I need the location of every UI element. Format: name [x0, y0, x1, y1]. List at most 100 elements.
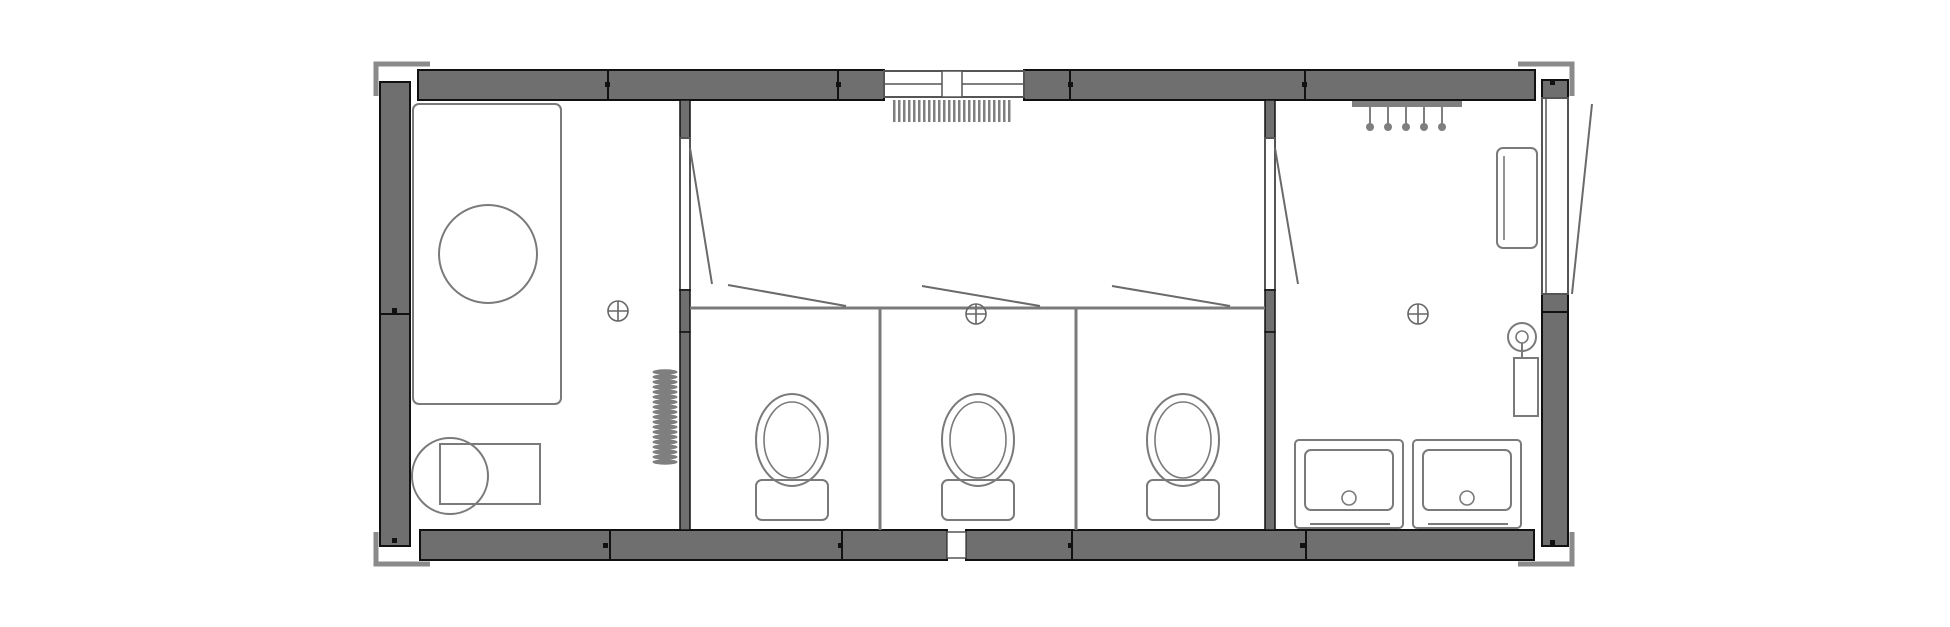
changing-room	[411, 103, 678, 515]
radiator-fin	[652, 439, 678, 445]
partition-right-mid	[1264, 289, 1276, 333]
wall-top-2	[607, 69, 839, 101]
vent-slat	[928, 100, 931, 122]
bottom-door-gap	[946, 531, 967, 559]
vent-slat	[978, 100, 981, 122]
radiator-fin	[652, 424, 678, 430]
shower-head-icon	[1352, 101, 1462, 131]
shower-nozzle	[1420, 123, 1428, 131]
radiator-icon	[652, 369, 678, 465]
wall-bottom-5	[1071, 529, 1307, 561]
floor-drain-icon	[607, 300, 629, 322]
sink-icon	[1294, 439, 1404, 529]
window-icon	[883, 70, 1025, 98]
interior-door-right	[1264, 137, 1276, 291]
vent-slat	[973, 100, 976, 122]
partition-left-mid	[679, 289, 691, 333]
toilet-icon	[755, 393, 829, 521]
vent-slat	[948, 100, 951, 122]
radiator-fin	[652, 444, 678, 450]
toilet-icon	[1146, 393, 1220, 521]
radiator-fin	[652, 389, 678, 395]
round-table	[438, 204, 538, 304]
vent-slat	[958, 100, 961, 122]
wall-bottom-4	[965, 529, 1073, 561]
partition-right-upper	[1264, 99, 1276, 139]
sink-icon	[1412, 439, 1522, 529]
entrance-door	[1541, 97, 1593, 295]
vent-slat	[913, 100, 916, 122]
partition-left-upper	[679, 99, 691, 139]
vent-slat	[1008, 100, 1011, 122]
radiator-fin	[652, 419, 678, 425]
vent-slat	[893, 100, 896, 122]
wall-bottom-3	[841, 529, 948, 561]
shower-nozzle	[1402, 123, 1410, 131]
structural-anchors	[392, 80, 1555, 548]
corridor	[965, 303, 987, 325]
wall-top-5	[1069, 69, 1306, 101]
shower-nozzle	[1438, 123, 1446, 131]
vent-slat	[968, 100, 971, 122]
shower-nozzle	[1366, 123, 1374, 131]
radiator-fin	[652, 374, 678, 380]
wall-top-3	[837, 69, 885, 101]
radiator-fin	[652, 404, 678, 410]
radiator-fin	[652, 414, 678, 420]
toilet-stalls	[755, 393, 1220, 521]
wall-top-1	[417, 69, 609, 101]
door-swing-icon	[1111, 285, 1231, 307]
partition-left-lower	[679, 331, 691, 531]
radiator-fin	[652, 429, 678, 435]
corner-top-left	[373, 61, 430, 96]
radiator-fin	[652, 459, 678, 465]
vent-slat	[908, 100, 911, 122]
radiator-fin	[652, 409, 678, 415]
wall-top-4	[1023, 69, 1071, 101]
towel-rail	[1496, 147, 1538, 249]
radiator-fin	[652, 399, 678, 405]
wash-room	[1294, 101, 1539, 529]
wall-bottom-2	[609, 529, 843, 561]
radiator-fin	[652, 394, 678, 400]
corner-seat	[411, 437, 489, 515]
radiator-fin	[652, 384, 678, 390]
corner-top-right	[1518, 61, 1575, 96]
radiator-fin	[652, 449, 678, 455]
wall-right-3	[1541, 311, 1569, 547]
wall-top-6	[1304, 69, 1536, 101]
vent-slat	[923, 100, 926, 122]
shower-nozzle	[1384, 123, 1392, 131]
floor-drain-icon	[1407, 303, 1429, 325]
wall-right-2	[1541, 293, 1569, 313]
floor-drain-icon	[965, 303, 987, 325]
vent-slat	[963, 100, 966, 122]
door-swing-icon	[689, 147, 713, 285]
door-swing-icon	[1274, 147, 1299, 285]
wall-left-2	[379, 313, 411, 547]
interior-door-left	[679, 137, 691, 291]
exterior-walls	[373, 61, 1593, 567]
radiator-fin	[652, 369, 678, 375]
vent-slat	[998, 100, 1001, 122]
partition-right-lower	[1264, 331, 1276, 531]
vent-slat	[903, 100, 906, 122]
corner-bottom-right	[1518, 532, 1575, 567]
door-swing-icon	[921, 285, 1041, 307]
toilet-icon	[941, 393, 1015, 521]
stool	[439, 443, 541, 505]
wall-heater	[1507, 322, 1539, 417]
wall-bottom-1	[419, 529, 611, 561]
vent-slat	[918, 100, 921, 122]
vent-slat	[943, 100, 946, 122]
corner-bottom-left	[373, 532, 430, 567]
vent-slat	[1003, 100, 1006, 122]
radiator-fin	[652, 379, 678, 385]
vent-slat	[953, 100, 956, 122]
vent-slat	[993, 100, 996, 122]
bench-table	[412, 103, 562, 405]
ceiling-ventilation-grille	[893, 100, 1011, 122]
radiator-fin	[652, 454, 678, 460]
interior-walls	[679, 99, 1299, 531]
